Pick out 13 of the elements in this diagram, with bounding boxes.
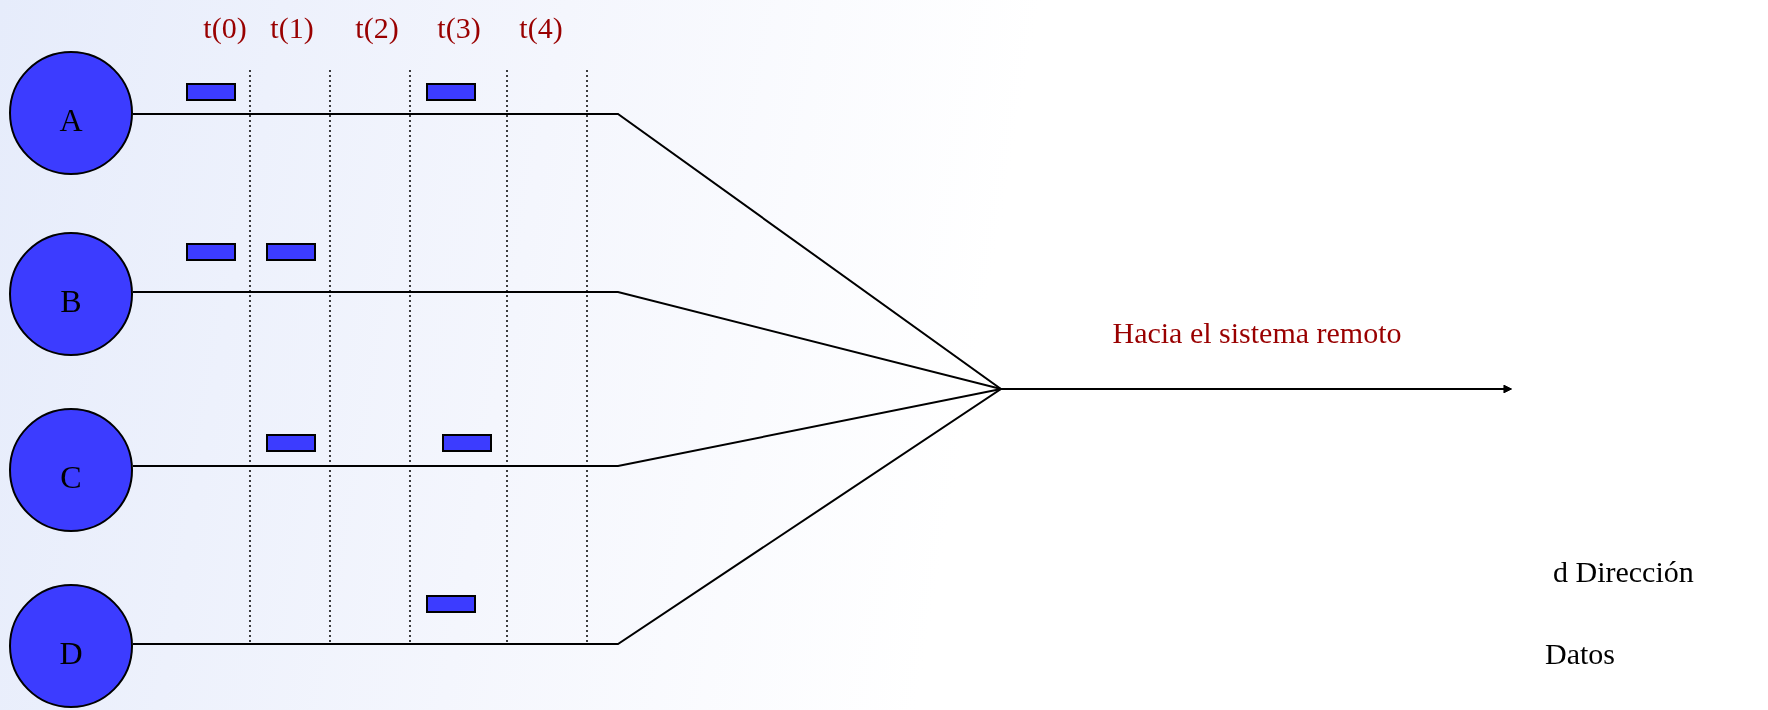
time-slot-label: t(3) [437, 13, 481, 43]
note-text: d Dirección [1553, 557, 1694, 587]
note-text: Datos [1545, 639, 1615, 669]
time-slot-label: t(2) [355, 13, 399, 43]
arrow [132, 385, 1512, 645]
line-label: Hacia el sistema remoto [1112, 318, 1402, 348]
station-circle: C [9, 408, 133, 532]
station-circle: A [9, 51, 133, 175]
station-circle: B [9, 232, 133, 356]
station-circle: D [9, 584, 133, 708]
time-slot-label: t(4) [519, 13, 563, 43]
time-slot-label: t(1) [270, 13, 314, 43]
time-slot-label: t(0) [203, 13, 247, 43]
